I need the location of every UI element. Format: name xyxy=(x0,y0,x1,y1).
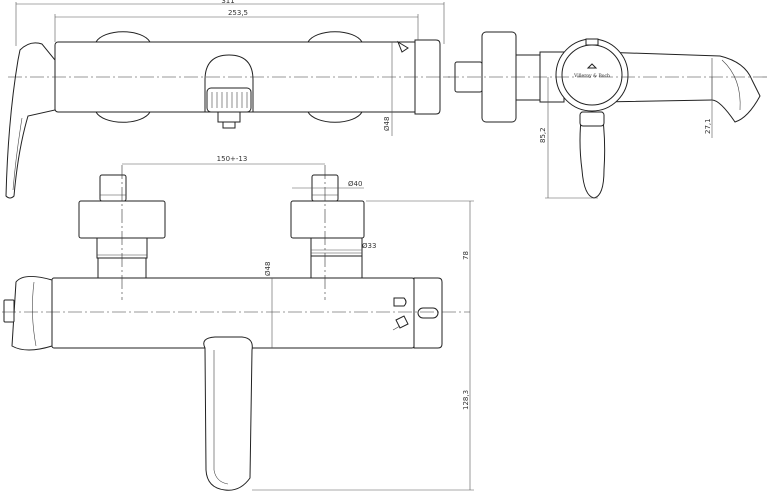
dim-inlet-dia: Ø33 xyxy=(362,242,376,250)
side-spout xyxy=(599,51,761,123)
top-lever-handle xyxy=(5,42,56,199)
dim-body-dia-top: Ø48 xyxy=(383,117,391,131)
dim-lever-height: 128,3 xyxy=(462,390,470,410)
dim-overall-length: 311 xyxy=(221,0,234,5)
top-view: 311 253,5 Ø48 xyxy=(5,0,450,199)
dim-side-depth: 85,2 xyxy=(539,127,547,143)
dim-center-span: 253,5 xyxy=(228,9,248,17)
dim-inlet-spacing: 150+-13 xyxy=(217,155,248,163)
brand-logo: Villeroy & Boch xyxy=(573,73,610,79)
top-valve-bell-right xyxy=(307,31,363,123)
dim-eccentric-dia: Ø40 xyxy=(348,180,362,188)
side-view: Villeroy & Boch 85,2 27,1 xyxy=(445,31,768,199)
front-lever xyxy=(203,336,253,491)
front-view: 150+-13 Ø40 Ø33 Ø48 78 128,3 xyxy=(2,155,474,491)
front-end-cap-left xyxy=(11,276,53,351)
front-indicator-window xyxy=(417,307,439,319)
top-valve-bell-left xyxy=(95,31,151,123)
dim-spout: 27,1 xyxy=(704,118,712,134)
dim-body-dia-front: Ø48 xyxy=(264,262,272,276)
dim-height-top: 78 xyxy=(462,251,470,260)
front-flange-right xyxy=(290,200,365,239)
